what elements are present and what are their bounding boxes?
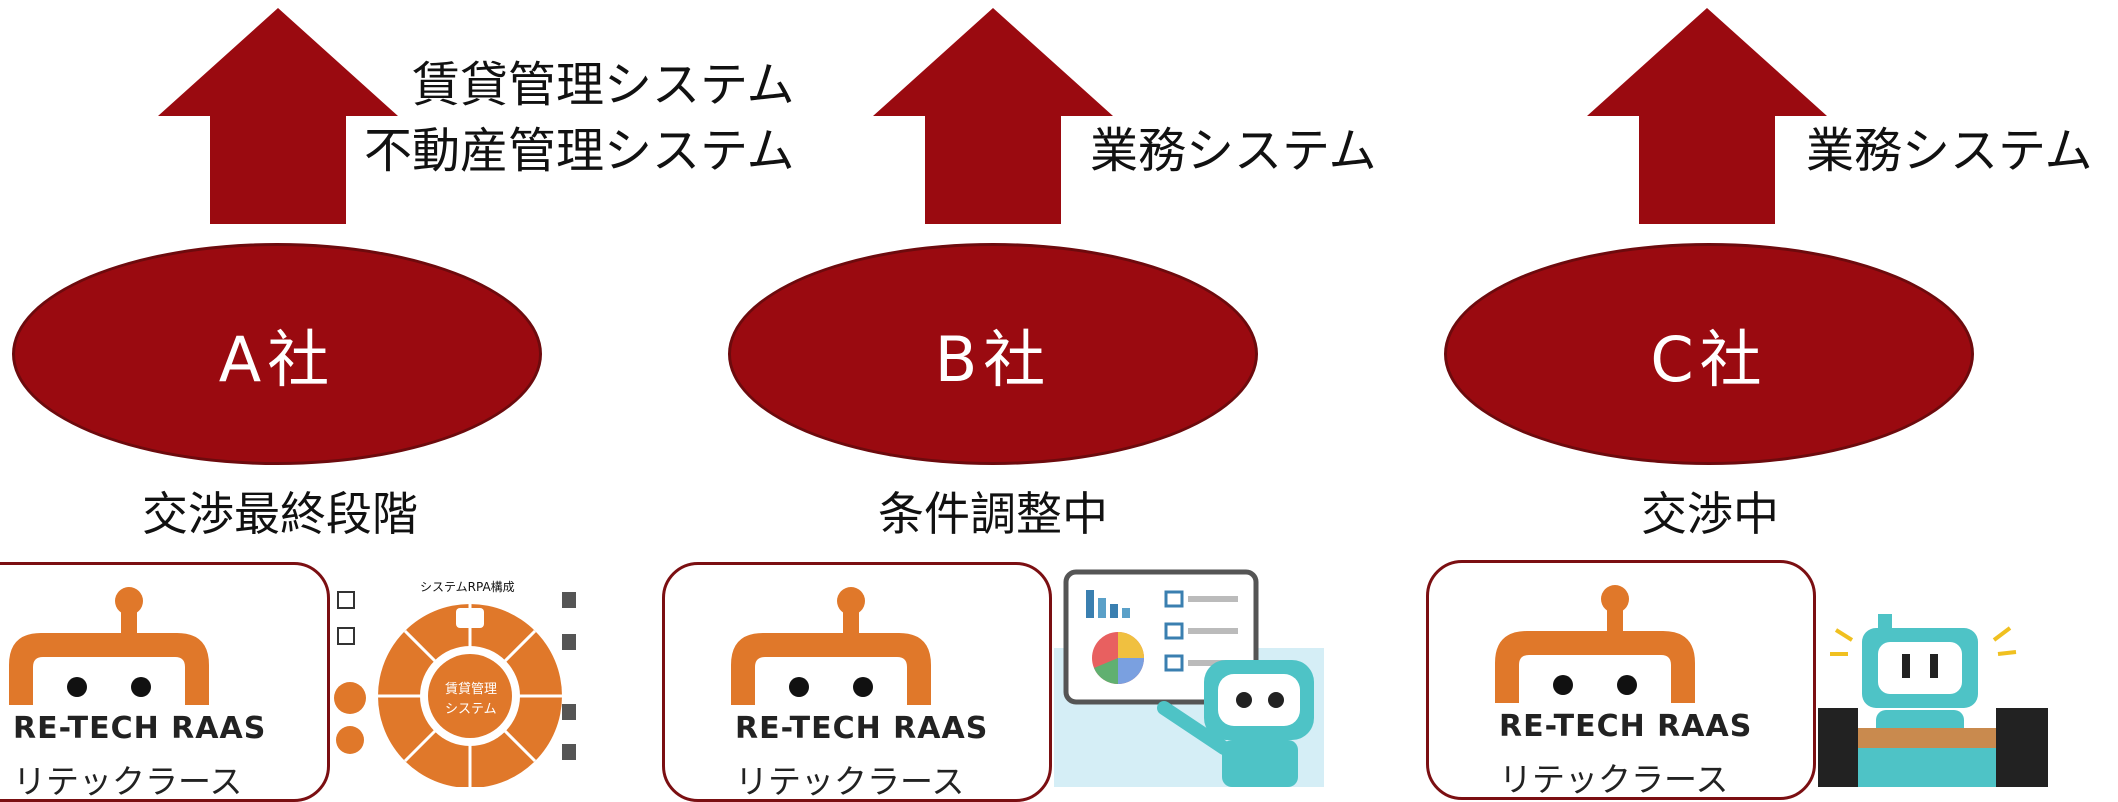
company-b-status: 条件調整中 (878, 487, 1108, 541)
system-label-a-2: 不動産管理システム (364, 123, 795, 179)
robot-presenter-illustration (1054, 569, 1324, 787)
robot-at-desk-illustration (1818, 614, 2048, 787)
company-c-status: 交渉中 (1641, 487, 1779, 541)
company-a-name: A社 (218, 323, 336, 396)
up-arrow-b (873, 8, 1113, 224)
company-a-status: 交渉最終段階 (142, 487, 418, 541)
brand-kana: リテックラース (1499, 760, 1729, 799)
brand-kana: リテックラース (735, 762, 965, 801)
company-c-ellipse: C社 (1444, 243, 1974, 465)
company-a-ellipse: A社 (12, 243, 542, 465)
system-label-c: 業務システム (1806, 123, 2093, 179)
rpa-diagram-illustration: システムRPA構成 賃貸管理 システム (330, 578, 600, 787)
up-arrow-a (158, 8, 398, 224)
rpa-center-label-1: 賃貸管理 (445, 682, 498, 697)
up-arrow-c (1587, 8, 1827, 224)
brand-name: RE-TECH RAAS (13, 711, 267, 746)
rpa-wheel-icon (334, 591, 576, 787)
brand-name: RE-TECH RAAS (735, 711, 989, 746)
system-label-b: 業務システム (1090, 123, 1377, 179)
brand-card-b: RE-TECH RAAS リテックラース (662, 562, 1052, 802)
brand-card-a: RE-TECH RAAS リテックラース (0, 562, 330, 802)
company-b-name: B社 (934, 323, 1052, 396)
company-c-name: C社 (1650, 323, 1768, 396)
brand-card-c: RE-TECH RAAS リテックラース (1426, 560, 1816, 800)
robot-logo-icon (9, 587, 209, 705)
robot-logo-icon (731, 587, 931, 705)
brand-name: RE-TECH RAAS (1499, 709, 1753, 744)
robot-logo-icon (1495, 585, 1695, 703)
rpa-diagram-title: システムRPA構成 (420, 580, 515, 594)
system-label-a-1: 賃貸管理システム (412, 57, 795, 113)
company-b-ellipse: B社 (728, 243, 1258, 465)
rpa-center-label-2: システム (445, 702, 497, 717)
brand-kana: リテックラース (13, 762, 243, 801)
